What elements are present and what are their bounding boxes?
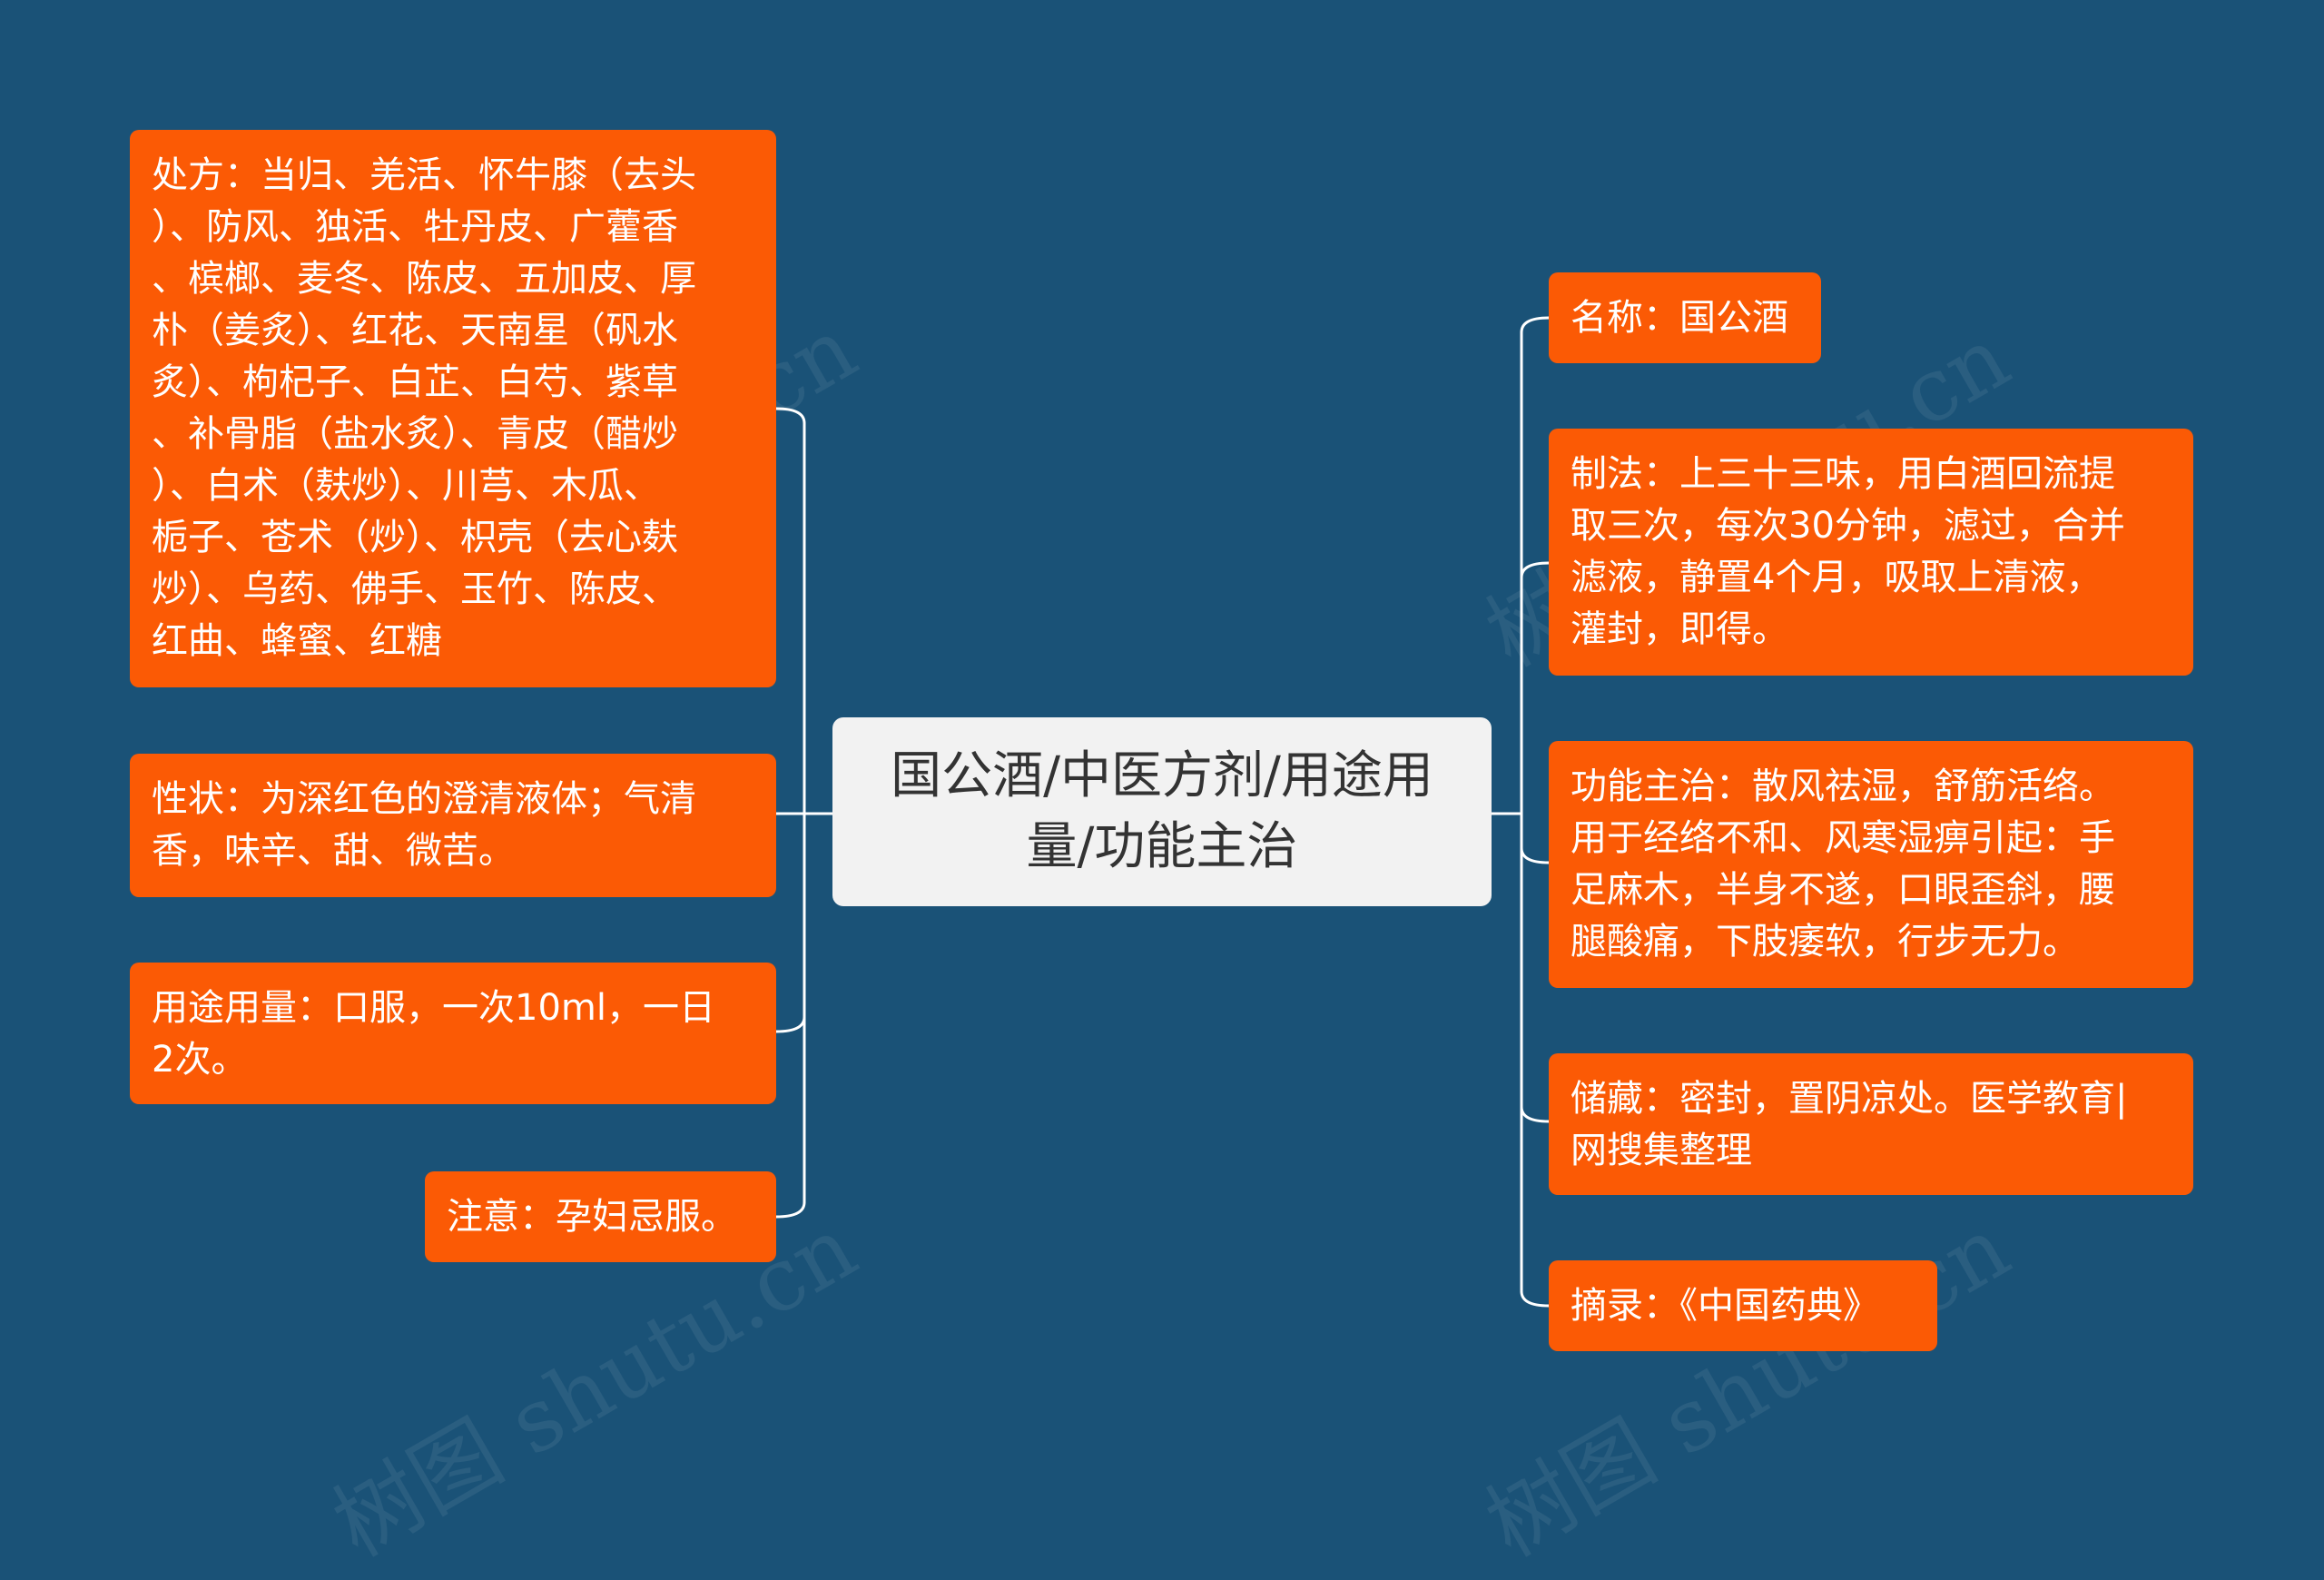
node-caution[interactable]: 注意：孕妇忌服。 (425, 1171, 776, 1262)
connector-lines (774, 316, 1551, 1308)
node-prescription[interactable]: 处方：当归、羌活、怀牛膝（去头 ）、防风、独活、牡丹皮、广藿香 、槟榔、麦冬、陈… (130, 130, 776, 687)
center-topic-label: 国公酒/中医方剂/用途用 量/功能主治 (891, 746, 1433, 876)
node-name[interactable]: 名称：国公酒 (1549, 272, 1821, 363)
connector-right-name (1520, 316, 1551, 334)
connector-right-source (1520, 1289, 1551, 1308)
node-properties[interactable]: 性状：为深红色的澄清液体；气清 香，味辛、甜、微苦。 (130, 754, 776, 897)
node-function[interactable]: 功能主治：散风祛湿，舒筋活络。 用于经络不和、风寒湿痹引起：手 足麻木，半身不遂… (1549, 741, 2193, 988)
connector-left-caution (774, 1200, 806, 1219)
connector-right-storage (1520, 1105, 1551, 1123)
node-source[interactable]: 摘录：《中国药典》 (1549, 1260, 1937, 1351)
center-topic[interactable]: 国公酒/中医方剂/用途用 量/功能主治 (832, 717, 1492, 906)
node-preparation[interactable]: 制法：上三十三味，用白酒回流提 取三次，每次30分钟，滤过，合并 滤液，静置4个… (1549, 429, 2193, 676)
connector-right-function (1520, 846, 1551, 864)
connector-right-preparation (1520, 561, 1551, 579)
node-usage[interactable]: 用途用量：口服，一次10ml，一日 2次。 (130, 963, 776, 1104)
connector-left-prescription (774, 407, 806, 425)
connector-left-usage (774, 1015, 806, 1033)
node-storage[interactable]: 储藏：密封，置阴凉处。医学教育| 网搜集整理 (1549, 1053, 2193, 1195)
